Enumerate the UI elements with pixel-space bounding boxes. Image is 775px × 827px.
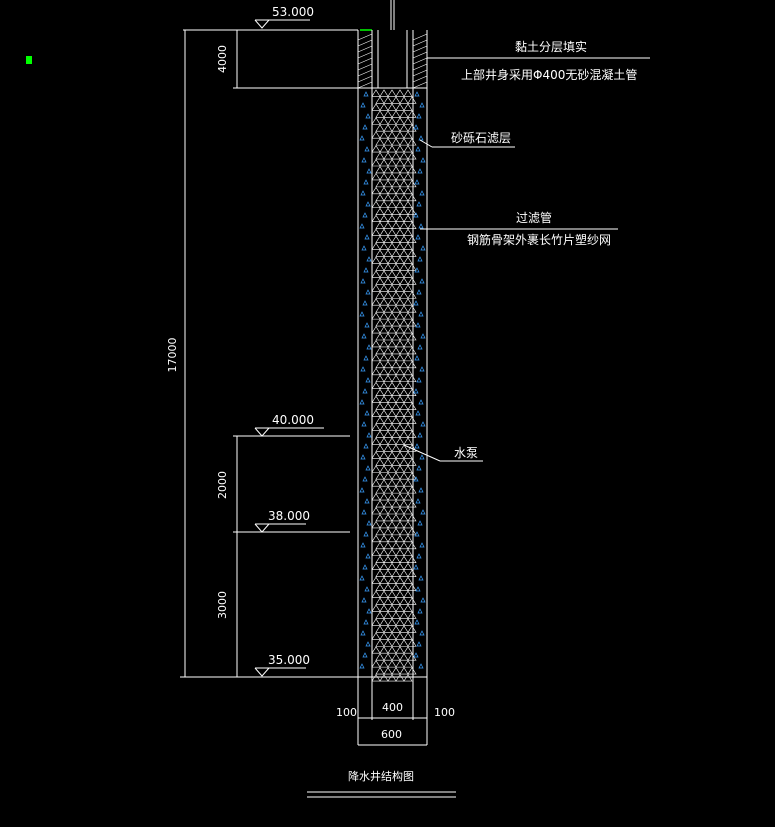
dim-17000: 17000 xyxy=(166,338,179,373)
well-outline xyxy=(357,30,428,678)
bottom-dimension-lines xyxy=(357,677,428,746)
dim-4000: 4000 xyxy=(216,45,229,73)
upper-casing-walls xyxy=(357,33,428,89)
elevation-53: 53.000 xyxy=(272,5,314,19)
label-pump: 水泵 xyxy=(454,446,478,460)
elevation-35: 35.000 xyxy=(268,653,310,667)
left-dimension-lines xyxy=(180,19,358,678)
label-upper-casing: 上部井身采用Φ400无砂混凝土管 xyxy=(461,67,637,82)
dim-outer-width: 600 xyxy=(381,728,402,741)
gravel-filter-body xyxy=(359,89,426,682)
dim-3000: 3000 xyxy=(216,591,229,619)
label-gravel-filter: 砂砾石滤层 xyxy=(451,131,511,145)
dim-2000: 2000 xyxy=(216,471,229,499)
dim-wall-right: 100 xyxy=(434,706,455,719)
drawing-title: 降水井结构图 xyxy=(348,769,414,783)
annotation-leaders xyxy=(403,57,650,462)
label-filter-pipe: 过滤管 xyxy=(516,210,552,225)
green-marker xyxy=(26,56,32,64)
elevation-38: 38.000 xyxy=(268,509,310,523)
label-backfill: 黏土分层填实 xyxy=(515,39,587,54)
label-filter-pipe-detail: 钢筋骨架外裹长竹片塑纱网 xyxy=(467,232,611,247)
elevation-40: 40.000 xyxy=(272,413,314,427)
dim-inner-width: 400 xyxy=(382,701,403,714)
dim-wall-left: 100 xyxy=(336,706,357,719)
